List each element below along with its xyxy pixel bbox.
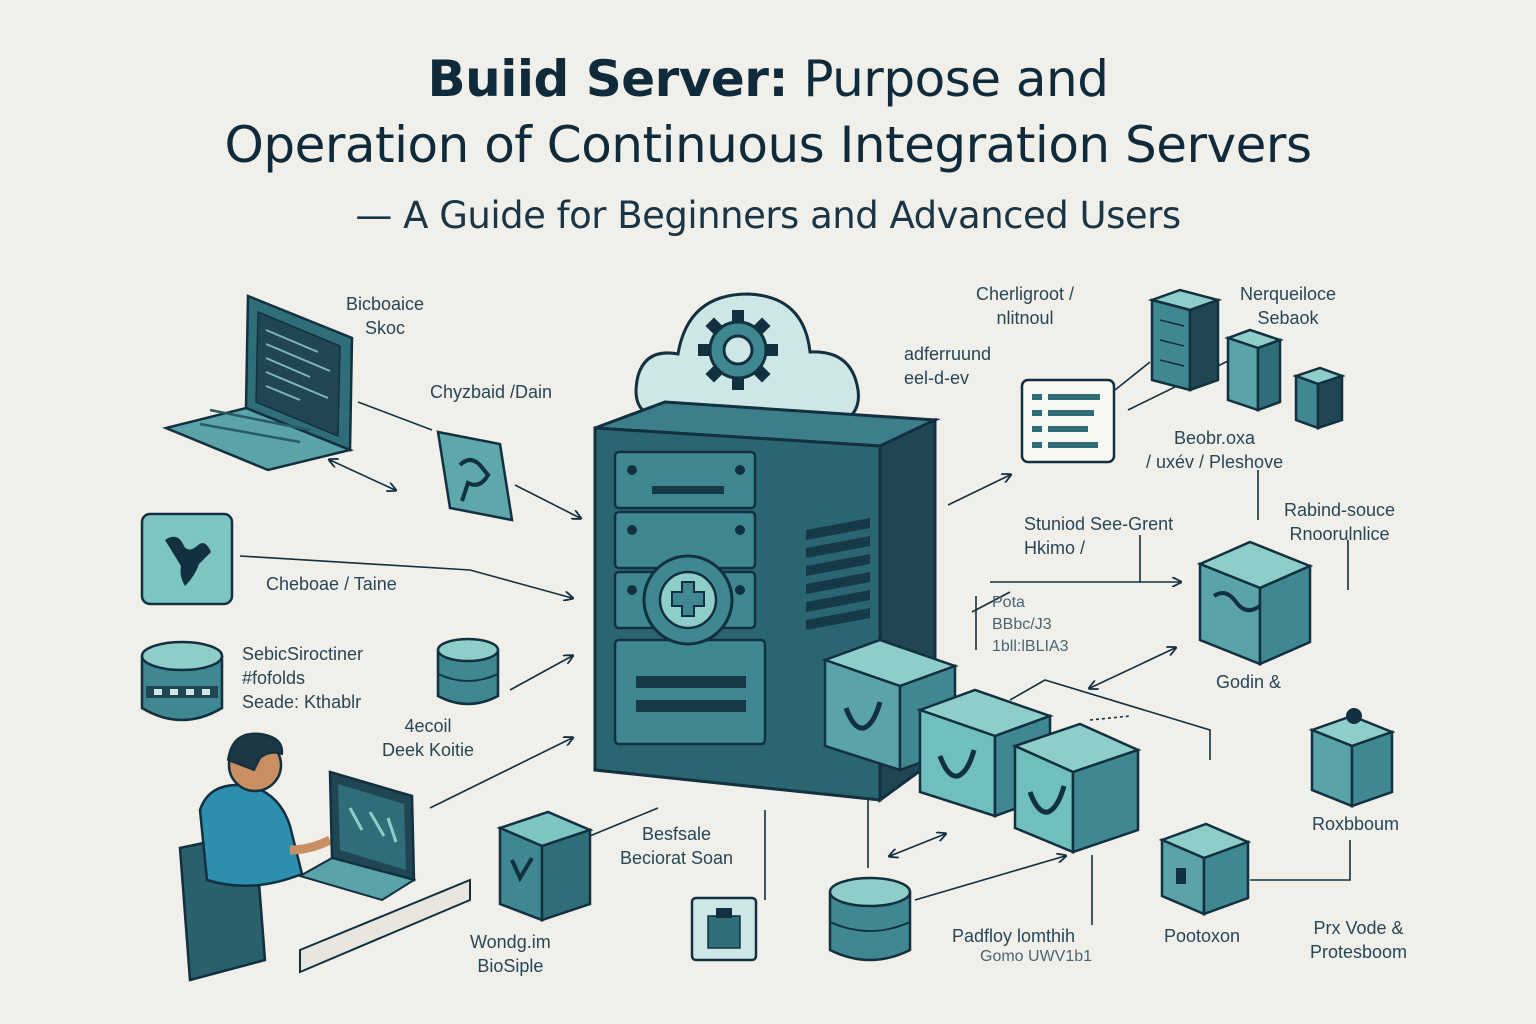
label-line: Godin & [1216, 672, 1282, 692]
label-line: Gomo UWV1b1 [980, 948, 1093, 965]
connector-db-server [509, 656, 572, 691]
label-line: Wondg.im [470, 932, 551, 952]
label-line: BioSiple [477, 956, 544, 976]
label-godin: Godin & [1216, 670, 1281, 694]
connector-dev-server [429, 738, 572, 809]
label-line: Besfsale [642, 824, 712, 844]
connector-laptop-chain [330, 460, 395, 490]
connector-box-server [579, 807, 659, 841]
label-stuniod: Stuniod See-Grent Hkimo / [1024, 512, 1173, 560]
connector-laptop [357, 401, 433, 431]
page-title-line2: Operation of Continuous Integration Serv… [224, 116, 1312, 174]
label-beobroxa: Beobr.oxa / uxév / Pleshove [1146, 426, 1283, 474]
label-checks: Cherligroot / nlitnoul [976, 282, 1074, 330]
connector-doc-rack [1114, 361, 1151, 391]
developer-icon [178, 732, 471, 982]
connector-server-doc [947, 475, 1010, 506]
label-rabind: Rabind-souce Rnoorulnlice [1284, 498, 1395, 546]
connector-source-server [239, 555, 572, 598]
label-line: Cheboae / Taine [266, 574, 397, 594]
source-repo-icon [140, 512, 234, 606]
package-icon [690, 896, 758, 962]
label-pota: Pota BBbc/J3 1bll:lBLIA3 [992, 592, 1069, 658]
label-line: Rabind-souce [1284, 500, 1396, 520]
document-icon [1020, 378, 1116, 464]
label-line: #fofolds [242, 668, 306, 688]
label-line: Cherligroot / [976, 284, 1075, 304]
connector-pootoxon [1250, 840, 1351, 881]
connector-dash [1089, 715, 1131, 721]
page-subtitle: — A Guide for Beginners and Advanced Use… [355, 194, 1181, 237]
container-box-icon [1196, 540, 1314, 666]
label-line: nlitnoul [996, 308, 1054, 328]
label-line: Chyzbaid /Dain [430, 382, 553, 402]
label-line: Pootoxon [1164, 926, 1241, 946]
label-laptop: Bicboaice Skoc [346, 292, 424, 340]
label-source: Cheboae / Taine [266, 572, 397, 596]
database-bottom-icon [828, 876, 912, 962]
label-line: Stuniod See-Grent [1024, 514, 1174, 534]
connector-db-pipeline [890, 834, 945, 856]
label-line: Pota [992, 594, 1025, 611]
database-icon [436, 637, 500, 706]
connector-chain-server [514, 484, 580, 518]
title-bold: Buiid Server: [427, 50, 789, 108]
label-dev: Wondg.im BioSiple [470, 930, 551, 978]
label-line: Bicboaice [346, 294, 425, 314]
connector-pipeline-right [1009, 679, 1211, 760]
label-line: Beobr.oxa [1174, 428, 1256, 448]
label-chain: Chyzbaid /Dain [430, 380, 552, 404]
label-db-small: 4ecoil Deek Koitie [382, 714, 474, 762]
label-line: adferruund [904, 344, 992, 364]
label-line: Rnoorulnlice [1289, 524, 1390, 544]
label-line: Skoc [365, 318, 406, 338]
label-line: Roxbboum [1312, 814, 1400, 834]
build-server-icon [593, 400, 941, 803]
connector-pota [971, 591, 1011, 613]
label-line: Sebaok [1257, 308, 1319, 328]
label-line: Seade: Kthablr [242, 692, 362, 712]
label-line: Protesboom [1310, 942, 1408, 962]
connector-db-right [914, 856, 1065, 901]
label-line: SebicSiroctiner [242, 644, 364, 664]
label-nerque: Nerqueiloce Sebaok [1240, 282, 1336, 330]
label-padfloy: Padfloy lomthih [952, 924, 1075, 948]
label-line: 1bll:lBLIA3 [992, 638, 1069, 655]
connector-pipeline-box [1090, 648, 1175, 688]
label-storage: SebicSiroctiner #fofolds Seade: Kthablr [242, 642, 363, 714]
connector-lines [239, 359, 1351, 925]
laptop-icon [162, 294, 355, 472]
page-title: Buiid Server: Purpose and [0, 50, 1536, 108]
label-pootoxon: Pootoxon [1164, 924, 1240, 948]
chain-box-icon [436, 430, 514, 522]
label-line: Deek Koitie [382, 740, 475, 760]
label-line: eel-d-ev [904, 368, 970, 388]
label-prx: Prx Vode & Protesboom [1310, 916, 1407, 964]
pipeline-box-icon [821, 638, 1142, 854]
deploy-box-icon [1308, 708, 1396, 808]
artifact-box-icon [496, 810, 594, 922]
label-line: Beciorat Soan [620, 848, 734, 868]
label-line: BBbc/J3 [992, 616, 1052, 633]
label-line: Padfloy lomthih [952, 926, 1076, 946]
label-roxbboum: Roxbboum [1312, 812, 1399, 836]
storage-cylinder-icon [140, 640, 224, 722]
label-besfsale: Besfsale Beciorat Soan [620, 822, 733, 870]
label-cloud-right: adferruund eel-d-ev [904, 342, 991, 390]
label-line: Hkimo / [1024, 538, 1086, 558]
release-box-icon [1158, 822, 1252, 916]
label-line: 4ecoil [404, 716, 452, 736]
label-line: Prx Vode & [1313, 918, 1404, 938]
server-rack-icon [1147, 288, 1346, 430]
label-gomo: Gomo UWV1b1 [980, 946, 1092, 968]
label-line: Nerqueiloce [1240, 284, 1337, 304]
title-rest: Purpose and [787, 50, 1109, 108]
label-line: / uxév / Pleshove [1146, 452, 1284, 472]
